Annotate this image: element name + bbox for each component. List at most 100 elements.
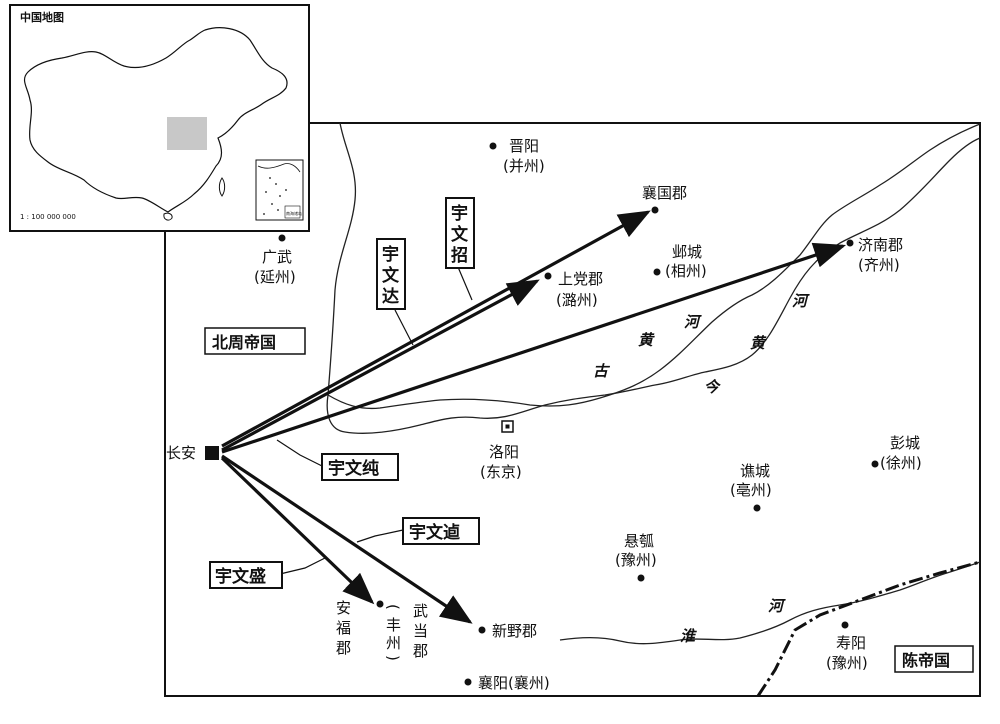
xinye-label: 新野郡 (492, 622, 537, 640)
leader-yuwenchun (276, 439, 323, 467)
yecheng-label: 邺城 (672, 243, 702, 261)
shangdang-label: 上党郡 (558, 270, 603, 288)
leader-yuwensheng (279, 557, 326, 575)
commander-box-yuwenyou (402, 517, 480, 545)
north-zhou-label: 北周帝国 (212, 333, 276, 352)
xiangyang-dot (464, 678, 472, 686)
wudang-dot (376, 600, 384, 608)
pengcheng-sub: (徐州) (880, 454, 922, 472)
pengcheng-dot (871, 460, 879, 468)
svg-text:郡: 郡 (413, 642, 428, 660)
changan-label: 长安 (166, 444, 196, 462)
yecheng-sub: (相州) (665, 262, 707, 280)
commander-yuwenda-3: 达 (382, 286, 399, 307)
xiangguo-label: 襄国郡 (642, 184, 687, 202)
commander-yuwenzhao-3: 招 (451, 245, 468, 266)
jinan-dot (846, 239, 854, 247)
huai-river (559, 561, 981, 645)
south-sea-islands (263, 177, 287, 215)
leader-yuwenzhao (457, 266, 473, 301)
wudang-sub: ( 丰 州 ) (384, 604, 402, 661)
commander-yuwenyou: 宇文逌 (409, 522, 460, 543)
ancient-yellow-river (326, 122, 981, 434)
commander-yuwenchun: 宇文纯 (328, 458, 379, 479)
xuanhu-dot (637, 574, 645, 582)
svg-text:(: ( (384, 604, 402, 610)
shouyang-dot (841, 621, 849, 629)
commander-yuwenda-1: 宇 (382, 244, 399, 265)
hainan-outline (163, 212, 173, 221)
china-outline (23, 27, 288, 213)
svg-text:安: 安 (336, 599, 351, 617)
svg-text:当: 当 (413, 622, 428, 640)
qiaocheng-label: 谯城 (740, 462, 770, 480)
xuanhu-sub: (豫州) (615, 551, 657, 569)
leader-yuwenda (394, 309, 414, 346)
commander-box-yuwenzhao (445, 197, 475, 269)
jinyang-dot (489, 142, 497, 150)
svg-text:州: 州 (386, 634, 401, 652)
changan-marker (205, 446, 219, 460)
luoyang-label: 洛阳 (489, 443, 519, 461)
yecheng-dot (653, 268, 661, 276)
svg-text:丰: 丰 (386, 616, 401, 634)
south-sea-coast (257, 163, 301, 173)
luoyang-sub: (东京) (480, 463, 522, 481)
wudang-label: 武 当 郡 (413, 602, 428, 660)
inset-title: 中国地图 (20, 10, 64, 24)
chen-label: 陈帝国 (902, 651, 950, 670)
commander-box-yuwensheng (209, 561, 283, 589)
route-yuwenchun (221, 242, 847, 454)
river-label-gu: 古 (593, 362, 611, 380)
svg-text:): ) (384, 655, 402, 661)
commander-box-yuwenda (376, 238, 406, 310)
river-label-huai: 淮 (680, 627, 697, 645)
guangwu-label: 广武 (262, 248, 292, 266)
chen-box (894, 645, 974, 673)
route-yuwenzhao (221, 210, 651, 448)
river-label-he-2: 河 (792, 292, 810, 310)
taiwan-outline (218, 177, 226, 197)
guangwu-sub: (延州) (254, 268, 296, 286)
river-label-he-3: 河 (768, 597, 786, 615)
modern-yellow-river (327, 123, 981, 410)
chen-border (756, 560, 981, 697)
south-sea-caption-box (284, 205, 301, 219)
shouyang-sub: (豫州) (826, 654, 868, 672)
south-sea-caption: 南海诸岛 (286, 210, 302, 216)
leader-yuwenyou (356, 529, 404, 543)
route-yuwenda (221, 279, 540, 452)
jinan-label: 济南郡 (858, 236, 903, 254)
commander-yuwenzhao-1: 宇 (451, 203, 468, 224)
commander-yuwensheng: 宇文盛 (215, 566, 266, 587)
jinyang-sub: (并州) (503, 157, 545, 175)
qiaocheng-dot (753, 504, 761, 512)
qiaocheng-sub: (亳州) (730, 481, 772, 499)
river-label-huang-2: 黄 (750, 334, 767, 352)
china-inset-map: 中国地图 南海诸岛 1 : 100 000 000 (9, 4, 310, 232)
xiangyang-label: 襄阳(襄州) (478, 674, 550, 692)
inset-highlight (167, 117, 207, 150)
inset-scale: 1 : 100 000 000 (20, 213, 76, 221)
jinan-sub: (齐州) (858, 256, 900, 274)
route-yuwensheng (220, 456, 375, 605)
river-label-jin: 今 (704, 378, 721, 396)
shangdang-sub: (潞州) (556, 291, 598, 309)
river-label-huang-1: 黄 (638, 331, 655, 349)
svg-text:武: 武 (413, 602, 428, 620)
xiangguo-dot (651, 206, 659, 214)
svg-text:福: 福 (336, 619, 351, 637)
pengcheng-label: 彭城 (890, 434, 920, 452)
commander-yuwenzhao-2: 文 (451, 224, 469, 245)
jinyang-label: 晋阳 (509, 137, 539, 155)
xuanhu-label: 悬瓠 (624, 532, 654, 550)
commander-box-yuwenchun (321, 453, 399, 481)
svg-text:郡: 郡 (336, 639, 351, 657)
shangdang-dot (544, 272, 552, 280)
luoyang-marker-center (505, 424, 510, 429)
shouyang-label: 寿阳 (836, 634, 866, 652)
commander-yuwenda-2: 文 (382, 265, 400, 286)
xinye-dot (478, 626, 486, 634)
guangwu-dot (278, 234, 286, 242)
